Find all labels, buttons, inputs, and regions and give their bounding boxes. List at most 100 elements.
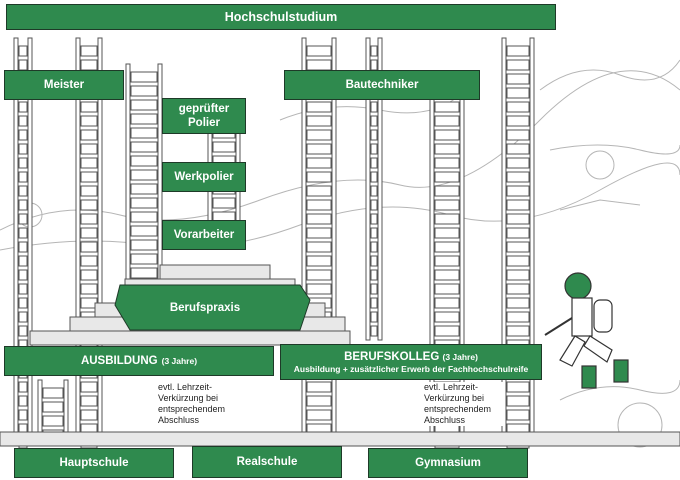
ladder-rung	[18, 115, 28, 127]
ladder-rung	[506, 59, 530, 71]
ladder-rung	[434, 115, 460, 127]
sign-berufspraxis: Berufspraxis	[150, 296, 260, 320]
ladder-rung	[18, 297, 28, 309]
ladder-rung	[370, 185, 378, 197]
note-left-line-2: Verkürzung bei	[158, 393, 219, 403]
ladder-rung	[506, 87, 530, 99]
ladder-rung	[434, 157, 460, 169]
ladder-rung	[80, 255, 98, 267]
ladder-rung	[42, 387, 64, 399]
berufskolleg-heading: BERUFSKOLLEG (3 Jahre)	[344, 350, 478, 364]
berufskolleg-duration: (3 Jahre)	[442, 351, 478, 362]
green-rock	[114, 284, 311, 331]
ladder-rung	[434, 199, 460, 211]
ladder-rung	[506, 255, 530, 267]
ladder-rung	[42, 415, 64, 427]
ladder-rung	[18, 185, 28, 197]
note-left-line-1: evtl. Lehrzeit-	[158, 382, 213, 392]
ladder-rung	[506, 185, 530, 197]
ladder-rung	[130, 183, 158, 195]
sign-ausbildung: AUSBILDUNG (3 Jahre)	[4, 346, 274, 376]
ladder-rung	[434, 241, 460, 253]
ladder-rung	[434, 325, 460, 337]
ladder-rung	[506, 311, 530, 323]
ladder-rung	[306, 283, 332, 295]
ladder-rung	[18, 171, 28, 183]
ladder-rung	[370, 269, 378, 281]
ladder-rung	[18, 381, 28, 393]
ladder-rung	[130, 239, 158, 251]
ladder-rung	[370, 325, 378, 337]
scaffold-ladders	[13, 37, 535, 449]
ladder-rung	[434, 269, 460, 281]
ladder-rung	[18, 227, 28, 239]
ladder-rung	[18, 241, 28, 253]
ladder-rung	[506, 101, 530, 113]
ladder-rung	[80, 185, 98, 197]
ladder-rung	[212, 141, 236, 153]
ladder-rail	[37, 379, 43, 441]
ladder	[125, 63, 163, 281]
ladder-rung	[306, 213, 332, 225]
ladder-rung	[434, 283, 460, 295]
ladder-rung	[130, 267, 158, 279]
sign-polier-line-2: Polier	[188, 117, 220, 129]
ladder-rung	[80, 213, 98, 225]
ladder-rung	[306, 129, 332, 141]
ladder-rung	[370, 241, 378, 253]
ladder-rung	[306, 241, 332, 253]
ladder-rung	[434, 171, 460, 183]
ladder-rung	[506, 213, 530, 225]
ladder-rung	[18, 395, 28, 407]
ladder-rung	[18, 213, 28, 225]
ladder-rung	[306, 227, 332, 239]
sign-bautechniker: Bautechniker	[284, 70, 480, 100]
ladder-rung	[370, 171, 378, 183]
ladder-rung	[306, 199, 332, 211]
ladder-rung	[42, 401, 64, 413]
ladder-rung	[370, 157, 378, 169]
berufskolleg-subtitle: Ausbildung + zusätzlicher Erwerb der Fac…	[293, 363, 529, 374]
sign-werkpolier: Werkpolier	[162, 162, 246, 192]
ladder-rung	[130, 253, 158, 265]
ladder-rung	[130, 85, 158, 97]
ladder-rung	[506, 171, 530, 183]
ladder-rung	[506, 157, 530, 169]
ladder-rung	[370, 255, 378, 267]
ladder-rung	[130, 127, 158, 139]
banner-hochschulstudium: Hochschulstudium	[6, 4, 556, 30]
ladder-rung	[80, 101, 98, 113]
ladder-rung	[434, 255, 460, 267]
ladder-rung	[506, 283, 530, 295]
ladder	[501, 37, 535, 449]
ladder-rung	[370, 115, 378, 127]
ladder-rung	[80, 143, 98, 155]
ladder-rung	[130, 169, 158, 181]
ladder-rung	[18, 311, 28, 323]
ladder-rung	[434, 297, 460, 309]
ladder-rung	[370, 283, 378, 295]
ladder-rung	[80, 129, 98, 141]
ladder-rung	[80, 381, 98, 393]
ladder-rung	[434, 129, 460, 141]
ladder-rung	[306, 395, 332, 407]
sign-gymnasium: Gymnasium	[368, 448, 528, 478]
ladder-rung	[18, 269, 28, 281]
ladder-rung	[370, 143, 378, 155]
ladder-rung	[212, 197, 236, 209]
ladder-rail	[377, 37, 383, 341]
note-right-line-2: Verkürzung bei	[424, 393, 485, 403]
ladder-rung	[506, 297, 530, 309]
ladder-rung	[306, 143, 332, 155]
ladder-rung	[370, 59, 378, 71]
ladder-rung	[506, 381, 530, 393]
sign-hauptschule-label: Hauptschule	[59, 457, 129, 469]
note-right-line-4: Abschluss	[424, 415, 466, 425]
ladder-rung	[306, 409, 332, 421]
ladder-rung	[370, 311, 378, 323]
ladder-rung	[18, 143, 28, 155]
ladder-rung	[130, 141, 158, 153]
berufskolleg-title: BERUFSKOLLEG	[344, 350, 440, 363]
banner-hochschulstudium-label: Hochschulstudium	[224, 10, 338, 24]
ladder-rung	[18, 283, 28, 295]
